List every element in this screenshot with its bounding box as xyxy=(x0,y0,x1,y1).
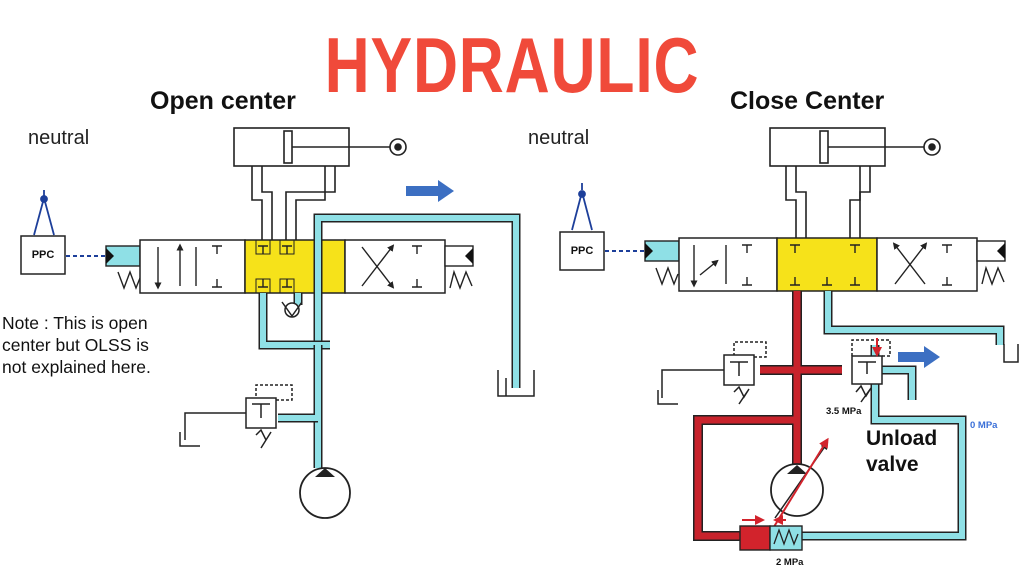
left-spool-valve xyxy=(139,239,446,294)
left-cylinder xyxy=(233,127,407,167)
page-title: HYDRAULIC xyxy=(324,21,700,109)
open-center-heading: Open center xyxy=(150,87,296,115)
left-cylinder-hoses xyxy=(251,166,336,240)
right-red-lines xyxy=(693,291,842,541)
variable-pump xyxy=(770,437,829,531)
left-relief-valve xyxy=(179,384,293,449)
right-ppc-box xyxy=(559,231,605,271)
line-pressure-label: 0 MPa xyxy=(970,420,998,431)
left-flow-arrow xyxy=(406,180,454,202)
right-cylinder-hoses xyxy=(785,166,871,240)
right-flow-arrow xyxy=(898,346,940,368)
unload-valve xyxy=(851,338,891,403)
right-cylinder xyxy=(769,127,941,167)
left-ppc-box xyxy=(20,235,66,275)
right-spring-a xyxy=(655,266,679,286)
close-center-heading: Close Center xyxy=(730,87,885,115)
open-center-circuit xyxy=(20,127,535,519)
left-check-valve xyxy=(281,301,303,318)
right-neutral-label: neutral xyxy=(528,127,590,149)
left-spring-a xyxy=(117,270,141,290)
right-relief-valve-left xyxy=(657,341,767,405)
left-neutral-label: neutral xyxy=(28,127,90,149)
right-spring-b xyxy=(981,265,1005,286)
left-ppc-label: PPC xyxy=(31,249,55,261)
left-ppc-lever xyxy=(33,190,55,236)
left-cyan-lines xyxy=(258,213,521,468)
right-ppc-label: PPC xyxy=(570,245,594,257)
right-spool-valve xyxy=(678,237,978,292)
left-spring-b xyxy=(449,269,473,290)
left-tank xyxy=(497,370,535,397)
unload-valve-label: Unload valve xyxy=(866,427,938,476)
pump-regulator xyxy=(739,515,803,551)
right-ppc-lever xyxy=(571,183,593,231)
regulator-pressure-label: 2 MPa xyxy=(776,557,804,568)
open-center-note: Note : This is open center but OLSS is n… xyxy=(2,313,151,377)
relief-pressure-label: 3.5 MPa xyxy=(826,406,862,417)
close-center-circuit xyxy=(559,127,1019,551)
left-pump xyxy=(299,467,351,519)
right-tank-a xyxy=(1003,344,1019,363)
